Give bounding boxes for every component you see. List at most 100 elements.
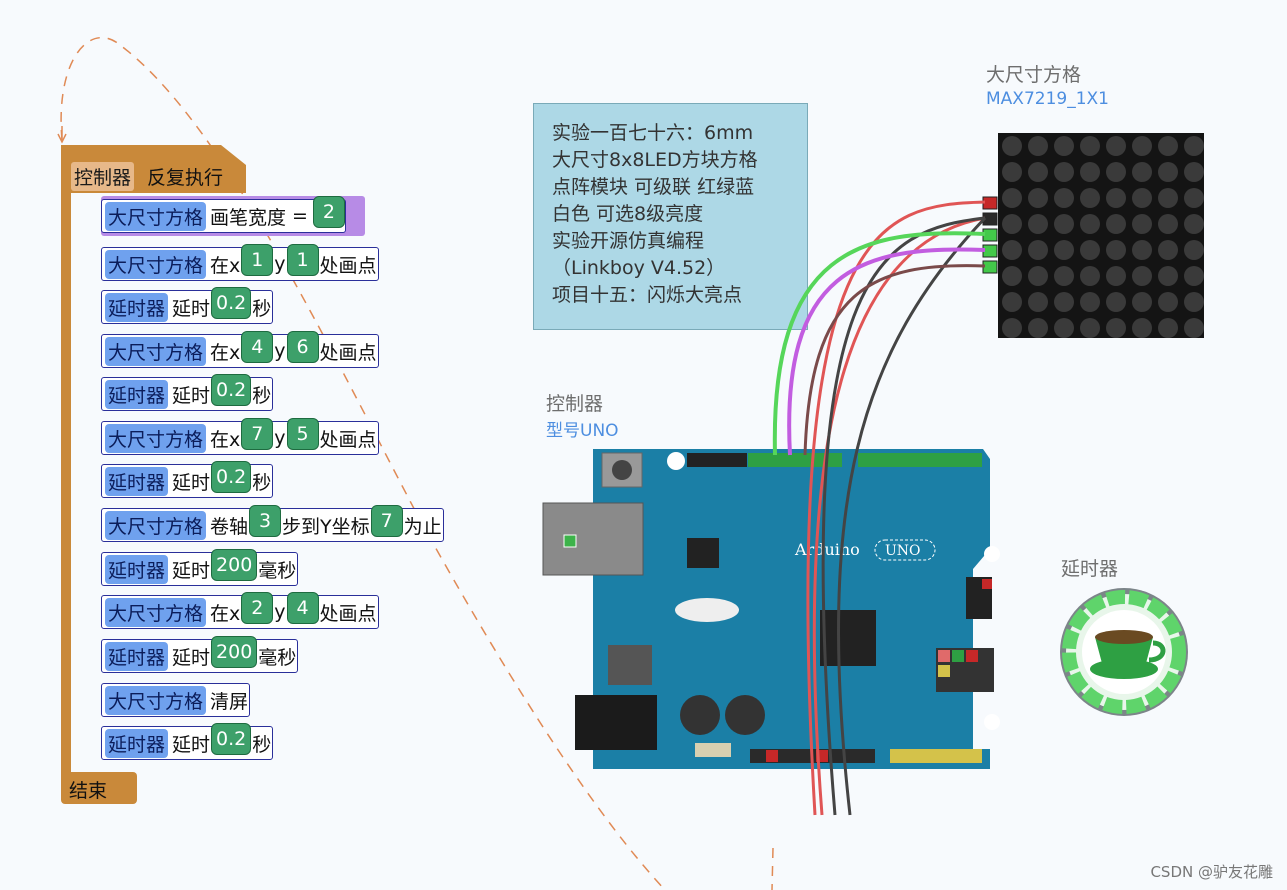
led-dot: [1054, 266, 1074, 286]
led-dot: [1002, 188, 1022, 208]
block-text: 毫秒: [258, 646, 297, 669]
led-dot: [1184, 318, 1204, 338]
block-number-input[interactable]: 7: [370, 505, 403, 537]
led-dot: [1002, 318, 1022, 338]
info-line: 实验一百七十六：6mm: [552, 122, 754, 144]
matrix-pins: [982, 196, 998, 274]
block-number-input[interactable]: 200: [211, 636, 258, 668]
block-number-input[interactable]: 0.2: [211, 287, 252, 319]
arduino-uno-board[interactable]: [593, 449, 990, 769]
led-dot: [1054, 292, 1074, 312]
block-number-input[interactable]: 1: [241, 244, 274, 276]
block-object-tag: 延时器: [105, 728, 169, 758]
info-line: 白色 可选8级亮度: [552, 203, 704, 225]
block-text: 延时: [172, 471, 211, 494]
block-text: 卷轴: [210, 515, 249, 538]
block-object-tag: 延时器: [105, 379, 169, 409]
block-number-input[interactable]: 0.2: [211, 461, 252, 493]
block-text: 延时: [172, 559, 211, 582]
led-dot: [1184, 162, 1204, 182]
led-dot: [1106, 162, 1126, 182]
led-dot: [1028, 188, 1048, 208]
led-dot: [1054, 162, 1074, 182]
block-number-input[interactable]: 0.2: [211, 374, 252, 406]
controller-model: 型号UNO: [546, 421, 619, 441]
led-dot: [1106, 136, 1126, 156]
loop-head[interactable]: 控制器 反复执行: [61, 145, 246, 193]
block-object-tag: 延时器: [105, 554, 169, 584]
led-dot: [1132, 240, 1152, 260]
block-text: 处画点: [319, 428, 377, 451]
block-text: 延时: [172, 297, 211, 320]
led-dot: [1158, 292, 1178, 312]
led-dot: [1158, 318, 1178, 338]
block-object-tag: 大尺寸方格: [105, 685, 207, 715]
matrix-title: 大尺寸方格: [986, 64, 1082, 86]
block-object-tag: 延时器: [105, 466, 169, 496]
block-number-input[interactable]: 4: [241, 331, 274, 363]
led-dot: [1106, 214, 1126, 234]
matrix-model: MAX7219_1X1: [986, 89, 1109, 109]
controller-title: 控制器: [546, 393, 604, 415]
block-text: 秒: [252, 384, 272, 407]
block-number-input[interactable]: 6: [286, 331, 319, 363]
loop-end[interactable]: 结束: [61, 772, 137, 804]
block-text: 处画点: [319, 254, 377, 277]
info-line: 实验开源仿真编程: [552, 230, 705, 252]
loop-label: 反复执行: [147, 167, 224, 189]
led-dot: [1184, 188, 1204, 208]
block-text: 清屏: [210, 690, 249, 713]
led-dot: [1054, 136, 1074, 156]
info-line: 项目十五：闪烁大亮点: [552, 284, 743, 306]
led-matrix[interactable]: [998, 133, 1204, 338]
led-dot: [1080, 318, 1100, 338]
led-dot: [1106, 266, 1126, 286]
block-text: 延时: [172, 384, 211, 407]
block-object-tag: 大尺寸方格: [105, 510, 207, 540]
block-number-input[interactable]: 5: [286, 418, 319, 450]
block-text: 在x: [210, 341, 241, 364]
led-dot: [1002, 162, 1022, 182]
led-dot: [1106, 292, 1126, 312]
arduino-details: Arduino UNO: [542, 452, 1000, 763]
loop-end-label: 结束: [69, 780, 108, 802]
program-block[interactable]: 大尺寸方格画笔宽度=2: [101, 196, 346, 233]
info-line: 大尺寸8x8LED方块方格: [552, 149, 758, 171]
led-dot: [1002, 240, 1022, 260]
block-number-input[interactable]: 1: [286, 244, 319, 276]
block-number-input[interactable]: 0.2: [211, 723, 252, 755]
led-dot: [1080, 214, 1100, 234]
block-text: 延时: [172, 733, 211, 756]
info-line: 点阵模块 可级联 红绿蓝: [552, 176, 755, 198]
block-number-input[interactable]: 2: [312, 196, 345, 228]
block-text: 秒: [252, 297, 272, 320]
block-text: 为止: [403, 515, 442, 538]
block-number-input[interactable]: 200: [211, 549, 258, 581]
led-dot: [1002, 136, 1022, 156]
timer-cup-icon[interactable]: [1057, 585, 1191, 719]
block-object-tag: 延时器: [105, 292, 169, 322]
block-number-input[interactable]: 2: [241, 592, 274, 624]
block-number-input[interactable]: 3: [249, 505, 282, 537]
led-dot: [1002, 214, 1022, 234]
block-number-input[interactable]: 7: [241, 418, 274, 450]
block-number-input[interactable]: 4: [286, 592, 319, 624]
block-text: 延时: [172, 646, 211, 669]
program-block[interactable]: 大尺寸方格清屏: [101, 683, 251, 717]
led-dot: [1054, 214, 1074, 234]
block-object-tag: 大尺寸方格: [105, 597, 207, 627]
block-text: 秒: [252, 733, 272, 756]
led-dot: [1028, 318, 1048, 338]
led-dot: [1132, 214, 1152, 234]
